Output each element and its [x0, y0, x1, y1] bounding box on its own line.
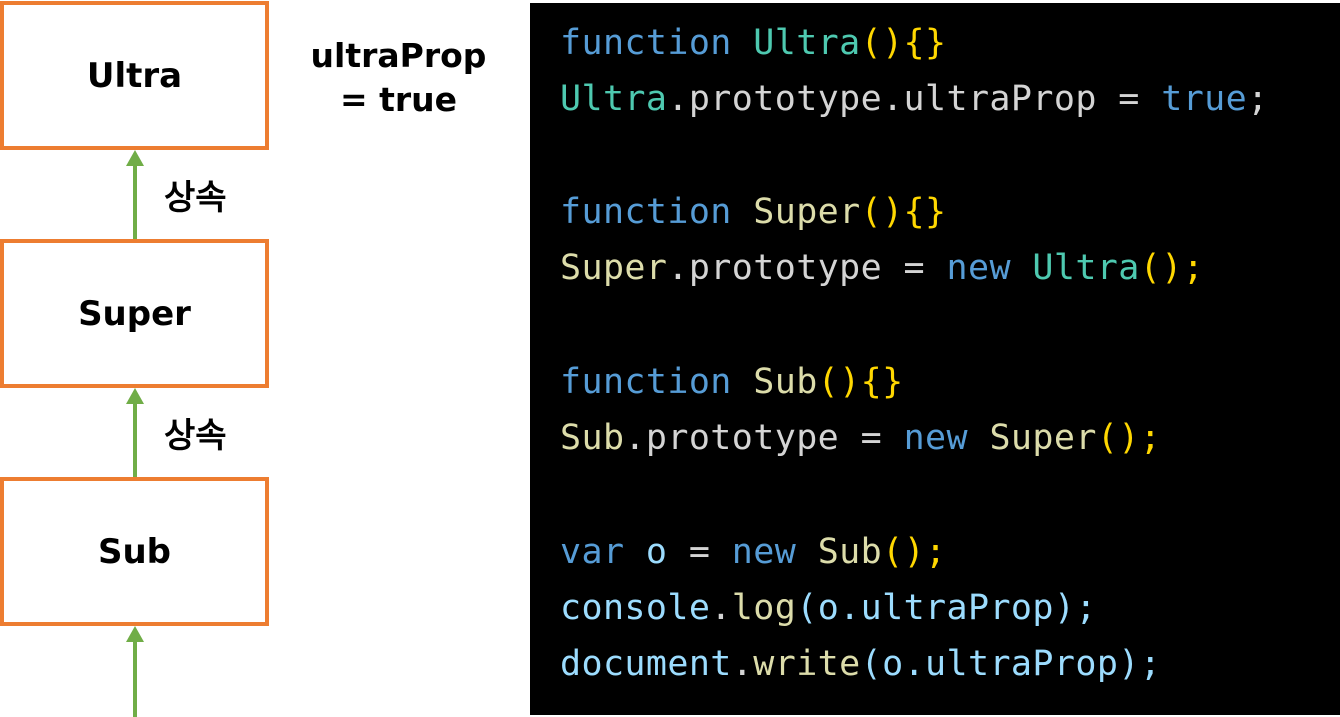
code-line: document.write(o.ultraProp); — [560, 644, 1161, 684]
code-panel: function Ultra(){}Ultra.prototype.ultraP… — [530, 3, 1340, 715]
inherit-label-2: 상속 — [164, 416, 227, 456]
inherit-arrow-2 — [133, 402, 137, 477]
code-token: log — [731, 588, 797, 628]
code-token: new — [731, 532, 818, 572]
instance-arrow — [133, 640, 137, 717]
code-token: ; — [1247, 79, 1269, 119]
code-token: (){} — [817, 362, 904, 402]
ultra-box-label: Ultra — [86, 55, 183, 96]
sub-box-label: Sub — [97, 531, 172, 572]
code-token: var — [560, 532, 646, 572]
code-line: var o = new Sub(); — [560, 532, 947, 572]
code-token: (); — [1096, 418, 1162, 458]
code-token: = — [667, 532, 732, 572]
code-token: (); — [1139, 248, 1205, 288]
code-token: (o.ultraProp); — [796, 588, 1097, 628]
ultra-box: Ultra — [0, 1, 269, 150]
code-token: Sub — [817, 532, 883, 572]
code-token: Ultra — [753, 23, 861, 63]
code-token: document — [560, 644, 732, 684]
code-token: (){} — [860, 23, 947, 63]
code-token: Ultra — [560, 79, 668, 119]
code-line: function Super(){} — [560, 192, 947, 232]
code-token: new — [946, 248, 1033, 288]
code-token: function — [560, 192, 754, 232]
super-box: Super — [0, 239, 269, 388]
ultra-prop-note: ultraProp = true — [296, 34, 501, 122]
code-token: console — [560, 588, 711, 628]
code-token: Ultra — [1032, 248, 1140, 288]
code-line: console.log(o.ultraProp); — [560, 588, 1097, 628]
code-token: new — [903, 418, 990, 458]
inherit-arrow-head-2 — [126, 388, 144, 404]
inherit-label-1: 상속 — [164, 178, 227, 218]
code-token: .prototype = — [624, 418, 904, 458]
code-token: Super — [560, 248, 668, 288]
code-token: Super — [753, 192, 861, 232]
code-line: function Sub(){} — [560, 362, 904, 402]
code-line: function Ultra(){} — [560, 23, 947, 63]
code-token: .prototype = — [667, 248, 947, 288]
code-token: function — [560, 362, 754, 402]
code-token: Sub — [560, 418, 625, 458]
code-token: .prototype.ultraProp = — [667, 79, 1162, 119]
code-token: true — [1161, 79, 1248, 119]
code-token: (o.ultraProp); — [860, 644, 1162, 684]
code-token: (); — [882, 532, 947, 572]
sub-box: Sub — [0, 477, 269, 626]
code-line: Ultra.prototype.ultraProp = true; — [560, 79, 1269, 119]
code-token: . — [731, 644, 754, 684]
code-line: Super.prototype = new Ultra(); — [560, 248, 1204, 288]
prop-note-line-1: ultraProp — [310, 36, 487, 75]
code-token: (){} — [860, 192, 947, 232]
code-token: write — [753, 644, 861, 684]
code-line: Sub.prototype = new Super(); — [560, 418, 1161, 458]
code-token: . — [710, 588, 732, 628]
inherit-arrow-head-1 — [126, 150, 144, 166]
code-token: Super — [989, 418, 1097, 458]
super-box-label: Super — [78, 293, 191, 334]
code-token: o — [645, 532, 668, 572]
code-token: Sub — [753, 362, 818, 402]
instance-arrow-head — [126, 626, 144, 642]
inherit-arrow-1 — [133, 164, 137, 239]
prop-note-line-2: = true — [339, 80, 458, 119]
code-token: function — [560, 23, 754, 63]
